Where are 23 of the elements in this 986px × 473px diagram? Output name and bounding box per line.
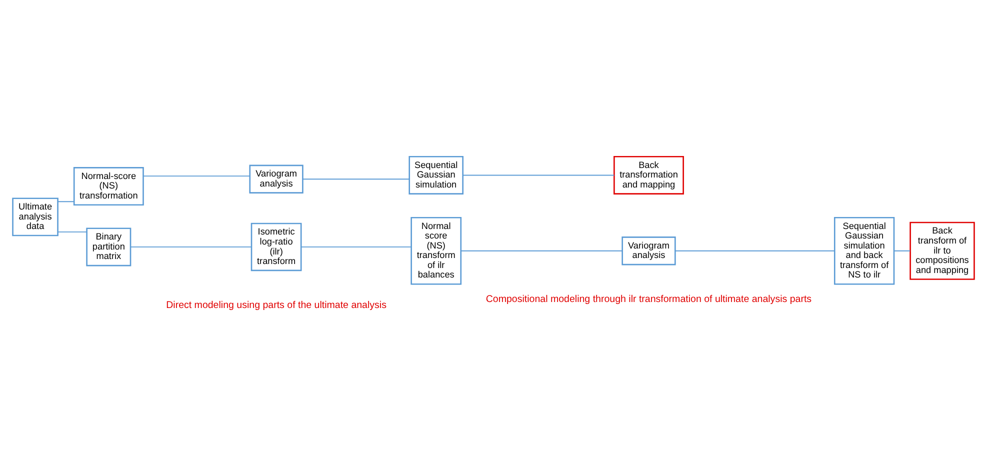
connector: [462, 174, 614, 176]
node-box: Binary partition matrix: [86, 227, 131, 266]
label: Direct modeling using parts of the ultimate analysis: [166, 299, 386, 310]
connector: [893, 250, 910, 251]
node-box: Normal score (NS) transform of ilr balances: [410, 216, 462, 284]
node-box: Isometric log-ratio (ilr) transform: [250, 222, 302, 271]
connector: [302, 178, 410, 180]
node-box: Ultimate analysis data: [12, 197, 58, 236]
node-box: Back transformation and mapping: [613, 155, 684, 194]
connector: [674, 250, 835, 251]
node-box: Sequential Gaussian simulation: [408, 155, 463, 194]
connector: [56, 200, 74, 202]
connector: [142, 175, 250, 176]
node-box: Sequential Gaussian simulation and back transform of NS to ilr: [833, 216, 894, 284]
connector: [460, 250, 622, 251]
node-box: Variogram analysis: [248, 164, 303, 193]
node-box: Variogram analysis: [621, 236, 676, 265]
connector: [56, 230, 87, 232]
connector: [130, 246, 252, 247]
label: Compositional modeling through ilr transformation of ultimate analysis parts: [485, 294, 812, 305]
node-box: Back transform of ilr to compositions and mapping: [909, 221, 974, 280]
connector: [300, 246, 412, 247]
node-box: Normal-score (NS) transformation: [72, 166, 144, 206]
